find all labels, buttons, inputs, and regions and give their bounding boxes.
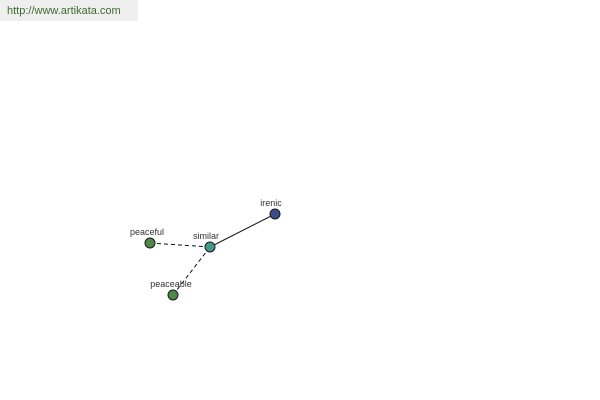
edge-peaceable-similar (172, 246, 211, 296)
node-peaceable[interactable]: peaceable (150, 279, 192, 301)
node-irenic[interactable]: irenic (260, 198, 282, 220)
node-circle-irenic[interactable] (269, 208, 281, 220)
node-circle-similar[interactable] (204, 241, 216, 253)
node-circle-peaceful[interactable] (144, 237, 156, 249)
edge-peaceful-similar (149, 242, 211, 248)
site-url-text[interactable]: http://www.artikata.com (7, 5, 121, 17)
site-url-banner[interactable]: http://www.artikata.com (0, 0, 138, 21)
node-label-irenic[interactable]: irenic (260, 198, 282, 208)
node-similar[interactable]: similar (193, 231, 219, 253)
node-peaceful[interactable]: peaceful (130, 227, 164, 249)
node-label-peaceable[interactable]: peaceable (150, 279, 192, 289)
edges-layer (149, 213, 276, 296)
edge-similar-irenic (209, 213, 276, 248)
node-circle-peaceable[interactable] (167, 289, 179, 301)
node-label-peaceful[interactable]: peaceful (130, 227, 164, 237)
node-label-similar[interactable]: similar (193, 231, 219, 241)
nodes-layer: irenic similar peaceful peaceable (130, 198, 282, 301)
